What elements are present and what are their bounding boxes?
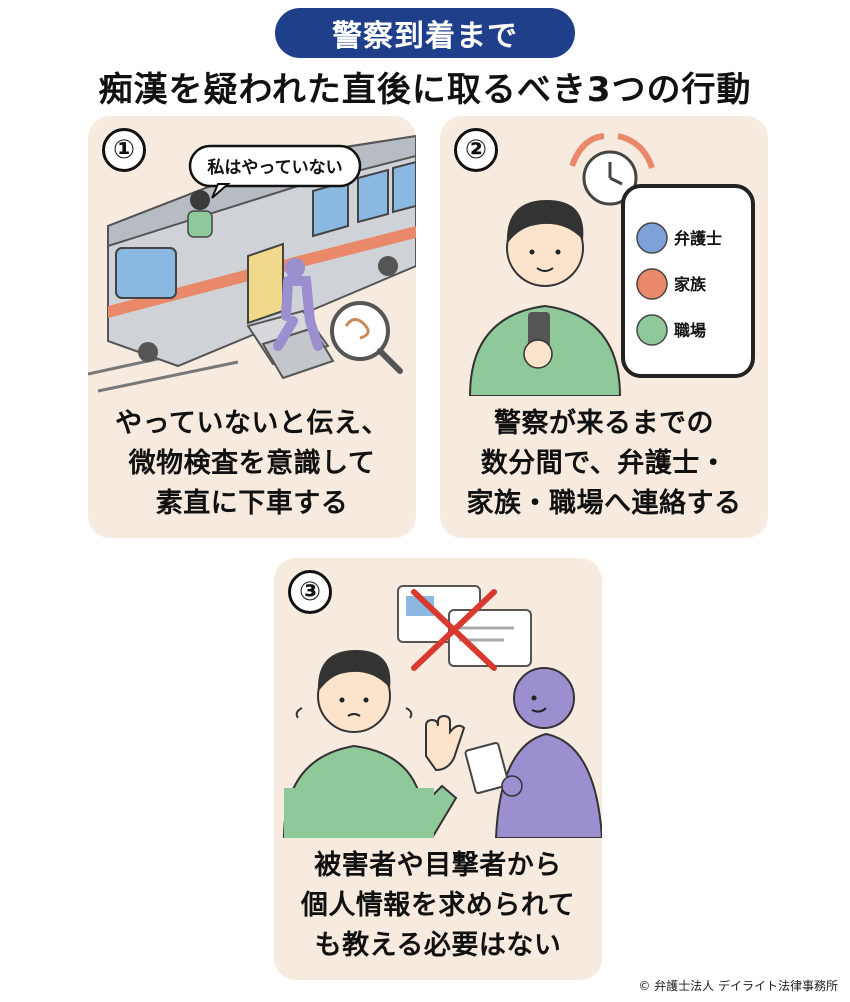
step-caption: やっていないと伝え、 微物検査を意識して 素直に下車する bbox=[88, 404, 416, 524]
caption-line: 個人情報を求められて bbox=[300, 890, 576, 921]
header-badge: 警察到着まで bbox=[275, 8, 575, 58]
contact-family: 家族 bbox=[674, 275, 707, 294]
caption-line: やっていないと伝え、 bbox=[115, 408, 389, 439]
caption-line: 数分間で、弁護士・ bbox=[480, 448, 728, 479]
caption-line: も教える必要はない bbox=[314, 930, 562, 961]
caption-line: 微物検査を意識して bbox=[128, 448, 376, 479]
refusal-illustration bbox=[282, 585, 602, 838]
step-number: ③ bbox=[288, 570, 332, 614]
copyright-text: © 弁護士法人 デイライト法律事務所 bbox=[638, 979, 838, 993]
step-card-1: 私はやっていない ① やっていないと伝え、 微物検査を意識して 素直に下車する bbox=[88, 116, 416, 538]
caption-line: 被害者や目撃者から bbox=[314, 850, 562, 881]
step-card-2: 弁護士 家族 職場 ② 警察が来るまでの 数分間で、弁護士・ 家族・職場へ連絡す… bbox=[440, 116, 768, 538]
caption-line: 家族・職場へ連絡する bbox=[466, 488, 742, 519]
contact-workplace: 職場 bbox=[674, 321, 706, 340]
step-number: ① bbox=[102, 128, 146, 172]
caption-line: 素直に下車する bbox=[155, 488, 349, 519]
step-card-3: ③ 被害者や目撃者から 個人情報を求められて も教える必要はない bbox=[274, 558, 602, 980]
train-illustration: 私はやっていない bbox=[88, 134, 416, 393]
contact-lawyer: 弁護士 bbox=[674, 229, 722, 248]
speech-text: 私はやっていない bbox=[207, 158, 342, 178]
page-title: 痴漢を疑われた直後に取るべき3つの行動 bbox=[98, 70, 752, 110]
step-number: ② bbox=[454, 128, 498, 172]
step-caption: 被害者や目撃者から 個人情報を求められて も教える必要はない bbox=[274, 846, 602, 966]
caption-line: 警察が来るまでの bbox=[494, 408, 714, 439]
phone-illustration: 弁護士 家族 職場 bbox=[468, 133, 755, 396]
step-caption: 警察が来るまでの 数分間で、弁護士・ 家族・職場へ連絡する bbox=[440, 404, 768, 524]
